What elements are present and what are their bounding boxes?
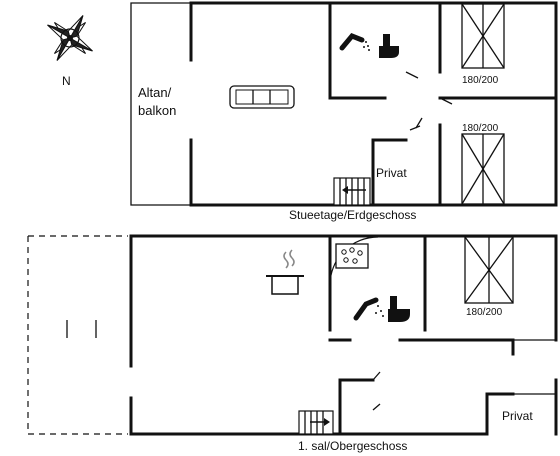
bed-size-label: 180/200 xyxy=(462,123,499,134)
cooking-pot-icon xyxy=(266,249,304,295)
upper-floor-plan: 180/200 Privat 1. sal/Obergeschoss xyxy=(27,234,558,453)
bed-size-label: 180/200 xyxy=(466,307,503,318)
bed-size-label: 180/200 xyxy=(462,75,499,86)
shower-icon xyxy=(353,297,384,321)
shower-icon xyxy=(339,33,370,51)
private-room-label: Privat xyxy=(376,166,407,180)
compass-rose-icon xyxy=(47,15,93,61)
stairs-icon xyxy=(333,177,371,206)
bed-icon xyxy=(464,236,514,304)
stairs-icon xyxy=(298,410,334,435)
private-room-label: Privat xyxy=(502,409,533,423)
compass-north-label: N xyxy=(62,74,71,88)
bed-icon xyxy=(461,3,505,69)
washing-machine-icon xyxy=(335,243,369,269)
sofa-icon xyxy=(229,85,295,109)
floor-caption: Stueetage/Erdgeschoss xyxy=(289,208,416,222)
toilet-icon xyxy=(388,296,410,322)
bed-icon xyxy=(461,133,505,205)
toilet-icon xyxy=(379,34,399,58)
balcony-label: Altan/ xyxy=(138,85,172,100)
floor-caption: 1. sal/Obergeschoss xyxy=(298,439,407,453)
ground-floor-plan: 180/200 180/200 Altan/ balkon Privat Stu… xyxy=(130,1,558,222)
balcony-label: balkon xyxy=(138,103,176,118)
